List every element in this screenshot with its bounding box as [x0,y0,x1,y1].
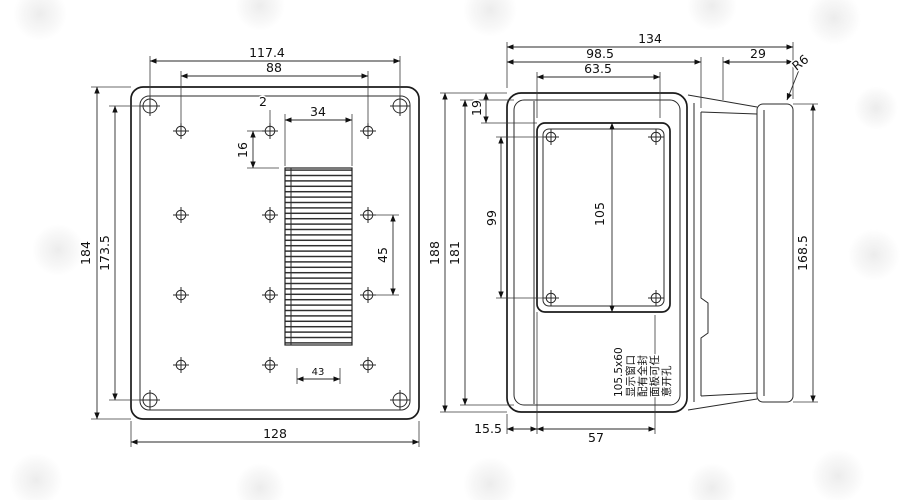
window-note-line-4: 面板可任 [648,355,661,397]
dim-vent-top-offset: 16 [235,142,250,158]
dim-window-inner-height: 99 [484,210,499,226]
left-view: 117.4 88 2 34 16 184 173.5 45 43 128 [77,44,420,447]
dim-inner-height: 181 [447,241,462,265]
left-view-dimension-lines [94,58,420,445]
dim-screw-span-height: 173.5 [97,235,112,271]
dim-overall-depth: 134 [638,31,662,46]
vent-grille [284,167,353,346]
body-inner-edge [513,99,681,406]
body-outline [506,92,688,413]
dim-bottom-hole-span: 43 [312,367,325,378]
dim-hole-span-width: 88 [266,60,282,75]
left-view-geometry [130,86,420,420]
right-view-extension-lines [440,42,818,434]
dim-screw-span-width: 117.4 [249,45,285,60]
right-view-dimension-lines [442,44,816,432]
dim-window-top-offset: 19 [469,100,484,116]
window-note-line-5: 意开孔 [660,365,673,397]
plate-inner-edge [139,95,411,411]
back-panel-outline [756,103,794,403]
dim-back-height: 168.5 [795,235,810,271]
window-note-line-3: 配有全封 [636,355,649,397]
dim-window-height: 105 [592,202,607,226]
display-window-inner [542,128,665,307]
dim-back-depth: 29 [750,46,766,61]
dim-front-depth: 98.5 [586,46,614,61]
dim-overall-width: 128 [263,426,287,441]
dim-hole-offset: 2 [259,94,267,109]
window-note: 105.5x60 显示窗口 配有全封 面板可任 意开孔 [612,346,675,398]
plate-outline [130,86,420,420]
watermark-blobs [9,0,900,500]
dim-overall-height-side: 188 [427,241,442,265]
dim-window-width-bottom: 57 [588,430,604,445]
dim-window-width-top: 63.5 [584,61,612,76]
radius-leader-line [786,69,800,101]
dim-window-side-offset: 15.5 [474,421,502,436]
dim-corner-radius: R6 [789,51,811,73]
window-note-line-1: 105.5x60 [613,347,625,397]
display-window-outline [536,122,671,313]
dim-overall-height: 184 [78,241,93,265]
right-view: 134 98.5 29 63.5 R6 19 99 105 188 181 16… [426,30,818,447]
window-note-line-2: 显示窗口 [624,355,637,397]
dim-hole-row-pitch: 45 [375,247,390,263]
side-groove-profile [700,112,709,396]
right-view-geometry [506,92,794,413]
dim-vent-width: 34 [310,104,326,119]
